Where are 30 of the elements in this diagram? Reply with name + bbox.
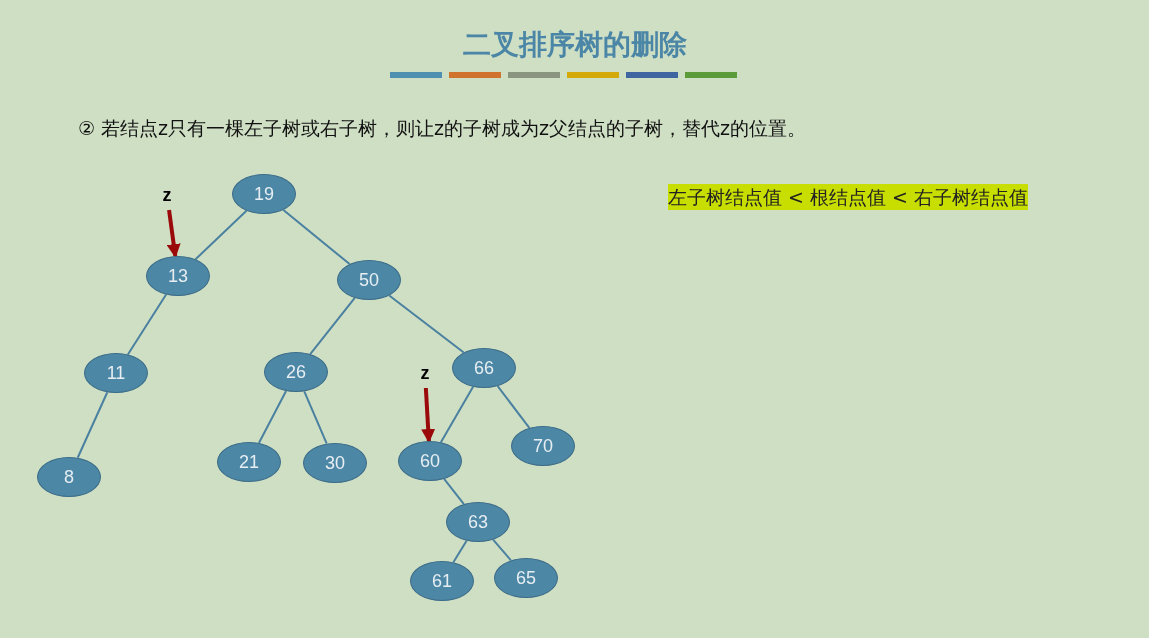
tree-node: 70 [511,426,575,466]
tree-node: 19 [232,174,296,214]
tree-edge [492,538,512,562]
tree-edge [443,477,465,506]
pointer-arrow [421,387,436,443]
tree-node: 61 [410,561,474,601]
tree-node: 21 [217,442,281,482]
tree-edge [309,296,356,356]
tree-node: 50 [337,260,401,300]
pointer-label: z [159,184,175,206]
tree-edge [303,390,328,445]
tree-node: 60 [398,441,462,481]
tree-edge [76,391,109,459]
title: 二叉排序树的删除 [462,27,687,63]
tree-edge [496,385,531,429]
tree-node: 13 [146,256,210,296]
tree-edge [282,208,351,266]
tree-edge [257,390,288,444]
tree-node: 65 [494,558,558,598]
highlighted-note: 左子树结点值 < 根结点值 < 右子树结点值 [668,184,1028,210]
tree-node: 30 [303,443,367,483]
pointer-label: z [417,362,433,384]
rule-text: ② 若结点z只有一棵左子树或右子树，则让z的子树成为z父结点的子树，替代z的位置。 [78,116,806,141]
tree-edge [388,294,465,354]
tree-node: 26 [264,352,328,392]
tree-edge [194,209,248,261]
tree-node: 8 [37,457,101,497]
tree-node: 66 [452,348,516,388]
tree-node: 63 [446,502,510,542]
tree-node: 11 [84,353,148,393]
